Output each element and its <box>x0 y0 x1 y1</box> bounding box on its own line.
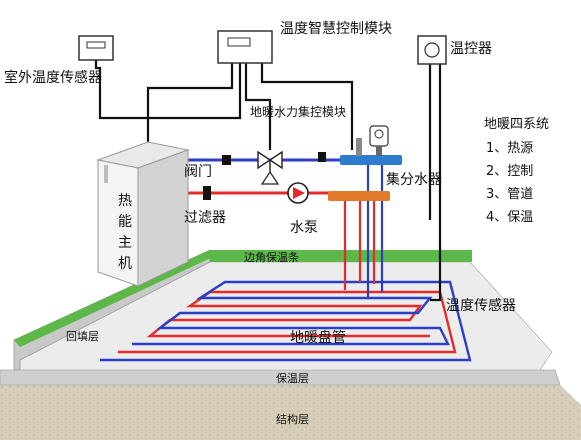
valve-marker <box>222 155 231 165</box>
thermostat-dial <box>424 42 440 58</box>
manifold-gauge-dial <box>374 129 384 139</box>
host-label-1: 热 <box>118 193 132 209</box>
label-thermostat: 温控器 <box>450 41 492 57</box>
heat-host-unit <box>96 141 190 287</box>
manifold-gauge-stem <box>376 146 382 156</box>
label-smart-module: 温度智慧控制模块 <box>280 21 392 37</box>
label-backfill: 回填层 <box>66 329 99 343</box>
system-item-4: 4、保温 <box>486 210 533 225</box>
valve-bottom <box>260 170 280 185</box>
floor-heating-coil <box>100 280 472 362</box>
system-panel: 地暖四系统 1、热源 2、控制 3、管道 4、保温 <box>484 117 549 225</box>
host-label-3: 主 <box>118 235 132 251</box>
wire-temp-sensor <box>430 62 442 302</box>
wire-outdoor-sensor <box>94 60 242 120</box>
valve-body-left <box>257 150 272 170</box>
system-item-3: 3、管道 <box>486 187 533 202</box>
host-label-4: 机 <box>118 256 132 272</box>
water-pump <box>287 182 309 204</box>
host-vent <box>104 165 108 183</box>
system-item-2: 2、控制 <box>486 164 533 179</box>
control-wiring <box>94 60 442 302</box>
manifold-gauge <box>369 125 389 147</box>
smart-module-box <box>217 30 273 64</box>
cold-coil-outer <box>100 280 472 362</box>
pump-arrow <box>293 187 305 199</box>
thermostat-box <box>417 35 447 65</box>
module-marker <box>318 152 326 162</box>
filter-marker <box>203 186 211 200</box>
manifold-air-valve <box>356 138 362 156</box>
label-structure-layer: 结构层 <box>276 412 309 426</box>
host-side <box>137 149 189 287</box>
label-outdoor-sensor: 室外温度传感器 <box>4 69 102 86</box>
label-manifold: 集分水器 <box>386 171 442 188</box>
structure-layer <box>0 385 581 440</box>
smart-control-module <box>217 30 273 64</box>
host-label-2: 能 <box>118 214 132 230</box>
label-pump: 水泵 <box>290 220 318 236</box>
valve-body-right <box>268 150 283 170</box>
outdoor-sensor-device <box>78 35 114 61</box>
wire-module-to-manifold-module <box>260 62 354 150</box>
riser-pipes <box>343 160 384 298</box>
host-front <box>97 159 139 287</box>
edge-insulation-strip-left <box>14 250 215 347</box>
smart-module-screen <box>227 37 251 47</box>
system-item-1: 1、热源 <box>486 141 533 156</box>
label-floor-pipe: 地暖盘管 <box>290 329 346 346</box>
label-temp-sensor: 温度传感器 <box>446 297 516 314</box>
system-panel-title: 地暖四系统 <box>484 117 549 132</box>
wire-module-to-valve <box>244 62 272 150</box>
label-edge-insulation: 边角保温条 <box>244 250 299 264</box>
three-way-valve <box>257 150 283 185</box>
wire-module-to-host <box>146 62 234 160</box>
outdoor-sensor-screen <box>86 41 106 49</box>
label-insulation-layer: 保温层 <box>276 371 309 385</box>
manifold-bottom-bar <box>328 191 390 201</box>
label-valve: 阀门 <box>184 164 212 180</box>
manifold-top-bar <box>340 155 402 165</box>
edge-insulation-strip <box>210 250 472 262</box>
label-filter: 过滤器 <box>184 210 226 226</box>
thermostat-device <box>417 35 447 65</box>
label-manifold-module: 地暖水力集控模块 <box>250 104 346 119</box>
